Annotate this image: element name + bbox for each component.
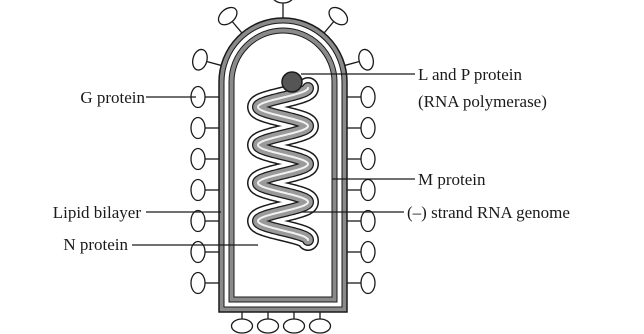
g-protein-spike-bottom-3 — [284, 312, 305, 333]
label-rna-polymerase: (RNA polymerase) — [418, 92, 547, 112]
g-protein-spike-left-7 — [191, 273, 219, 294]
g-protein-spike-left-3 — [191, 149, 219, 170]
g-protein-spike-right-3 — [347, 149, 375, 170]
g-protein-spike-bottom-4 — [310, 312, 331, 333]
g-protein-spike-left-2 — [191, 118, 219, 139]
l-and-p-protein-blob — [282, 72, 302, 92]
label-l-and-p-protein: L and P protein — [418, 65, 522, 85]
g-protein-spike-top-5 — [345, 48, 376, 72]
g-protein-spike-right-7 — [347, 273, 375, 294]
g-protein-spike-right-5 — [347, 211, 375, 232]
label-g-protein: G protein — [80, 88, 145, 108]
g-protein-spike-right-1 — [347, 87, 375, 108]
g-protein-spike-bottom-1 — [232, 312, 253, 333]
g-protein-spike-right-6 — [347, 242, 375, 263]
g-protein-spike-left-4 — [191, 180, 219, 201]
label-m-protein: M protein — [418, 170, 486, 190]
label-rna-genome: (–) strand RNA genome — [407, 203, 570, 223]
g-protein-spike-top-3 — [273, 0, 294, 18]
g-protein-spike-bottom-2 — [258, 312, 279, 333]
label-lipid-bilayer: Lipid bilayer — [53, 203, 141, 223]
g-protein-spike-right-4 — [347, 180, 375, 201]
g-protein-spike-top-2 — [215, 4, 242, 33]
g-protein-spike-right-2 — [347, 118, 375, 139]
g-protein-spike-top-1 — [190, 48, 221, 72]
g-protein-spike-top-4 — [324, 4, 351, 33]
label-n-protein: N protein — [63, 235, 128, 255]
g-protein-spike-left-5 — [191, 211, 219, 232]
